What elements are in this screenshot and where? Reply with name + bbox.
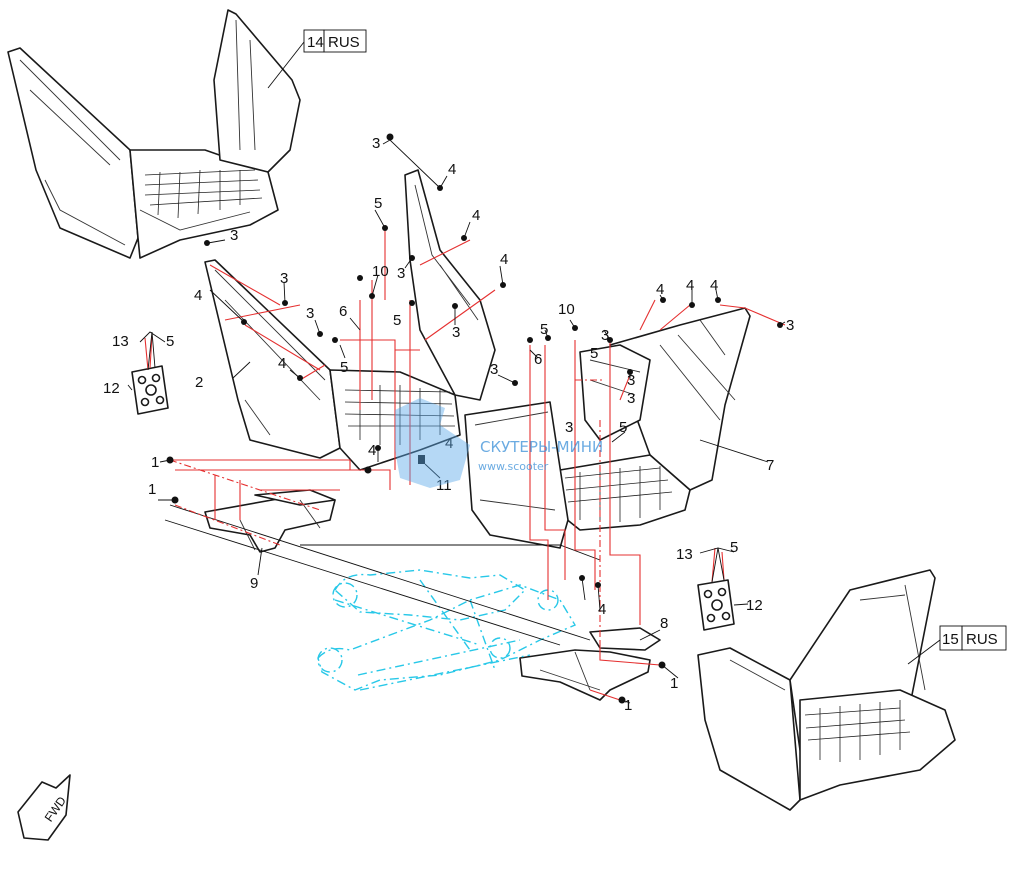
part-number-3: 3: [280, 270, 288, 287]
part-number-4: 4: [472, 207, 480, 224]
part-number-13: 13: [112, 333, 129, 350]
part-number-12: 12: [746, 597, 763, 614]
part-number-5: 5: [374, 195, 382, 212]
part-number-3: 3: [306, 305, 314, 322]
part-number-8: 8: [660, 615, 668, 632]
right-upper-guard: [579, 344, 651, 441]
footrest-assembly-15: [697, 569, 956, 811]
box-15-number: 15: [942, 631, 959, 648]
part-number-6: 6: [339, 303, 347, 320]
part-number-3: 3: [490, 361, 498, 378]
part-number-1: 1: [670, 675, 678, 692]
part-number-4: 4: [500, 251, 508, 268]
part-number-3: 3: [397, 265, 405, 282]
rubber-pad-12-left: [131, 365, 169, 415]
assembly-box-14: 14 RUS: [267, 29, 367, 89]
part-number-1: 1: [151, 454, 159, 471]
part-number-3: 3: [452, 324, 460, 341]
part-number-4: 4: [445, 435, 453, 452]
part-number-6: 6: [534, 351, 542, 368]
part-number-7: 7: [766, 457, 774, 474]
box-14-number: 14: [307, 34, 324, 51]
part-number-1: 1: [624, 697, 632, 714]
box-14-label: RUS: [328, 34, 360, 51]
box-15-label: RUS: [966, 631, 998, 648]
part-number-4: 4: [368, 442, 376, 459]
part-number-13: 13: [676, 546, 693, 563]
part-number-3: 3: [601, 327, 609, 344]
part-number-5: 5: [340, 359, 348, 376]
part-number-5: 5: [590, 345, 598, 362]
watermark: СКУТЕРЫ-МИНИ www.scooter: [395, 398, 603, 488]
part-number-4: 4: [686, 277, 694, 294]
left-side-guard-panel: [404, 169, 496, 401]
part-number-2: 2: [195, 374, 203, 391]
part-number-5: 5: [730, 539, 738, 556]
part-number-4: 4: [448, 161, 456, 178]
footrest-assembly-14: [7, 9, 301, 259]
part-number-3: 3: [372, 135, 380, 152]
part-number-5: 5: [393, 312, 401, 329]
part-number-4: 4: [710, 277, 718, 294]
part-number-4: 4: [194, 287, 202, 304]
part-number-3: 3: [230, 227, 238, 244]
part-number-3: 3: [565, 419, 573, 436]
part-number-labels: 3 4 5 4 3 4 3 10 3 4 3 6 5 3 4 2 5 4 13 …: [103, 135, 794, 714]
forward-direction-marker: FWD: [17, 774, 71, 841]
part-number-3: 3: [786, 317, 794, 334]
right-inner-panel: [464, 401, 569, 549]
part-number-9: 9: [250, 575, 258, 592]
part-number-12: 12: [103, 380, 120, 397]
part-number-3: 3: [627, 390, 635, 407]
mounting-rods: [164, 504, 601, 646]
watermark-title: СКУТЕРЫ-МИНИ: [480, 438, 603, 456]
part-number-10: 10: [372, 263, 389, 280]
frame-outline: [317, 569, 577, 691]
part-number-4: 4: [598, 601, 606, 618]
part-number-5: 5: [540, 321, 548, 338]
part-number-3: 3: [627, 372, 635, 389]
bracket-8: [519, 627, 661, 701]
leader-lines: [127, 139, 786, 704]
part-number-1: 1: [148, 481, 156, 498]
assembly-box-15: 15 RUS: [907, 625, 1007, 665]
rubber-pad-12-right: [697, 579, 735, 631]
part-number-4: 4: [278, 355, 286, 372]
red-callout-lines: [144, 225, 786, 701]
bracket-9: [204, 489, 336, 553]
watermark-url: www.scooter: [478, 460, 549, 473]
part-number-10: 10: [558, 301, 575, 318]
part-number-5: 5: [166, 333, 174, 350]
part-number-11: 11: [436, 477, 452, 494]
part-number-5: 5: [619, 419, 627, 436]
part-number-4: 4: [656, 281, 664, 298]
